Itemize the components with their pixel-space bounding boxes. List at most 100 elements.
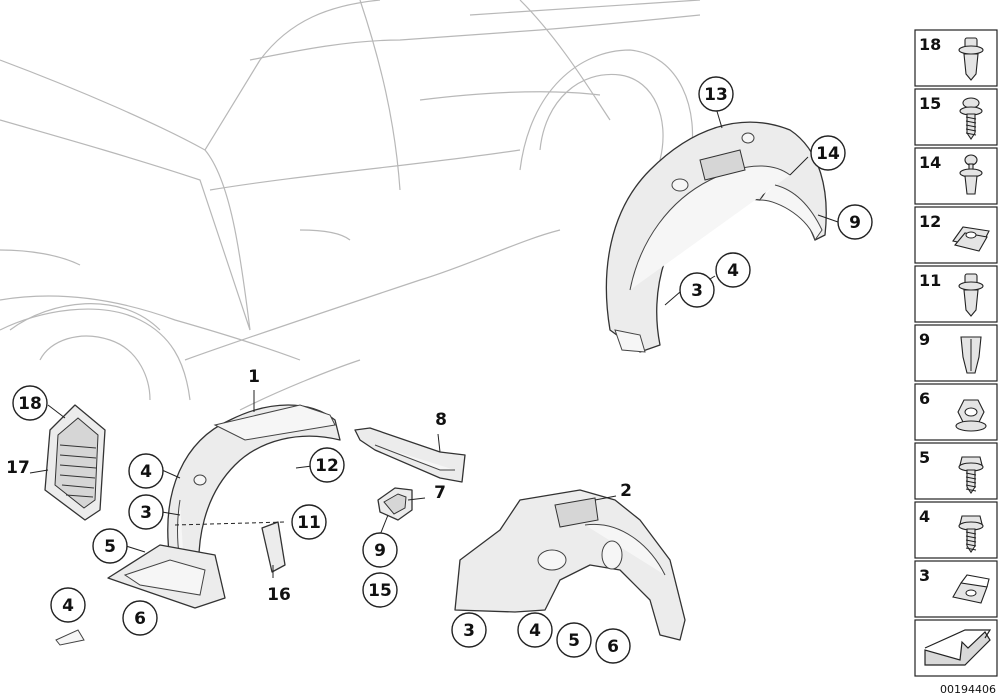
direction-arrow-icon bbox=[924, 631, 991, 666]
callout-circle bbox=[128, 494, 164, 530]
part-label-2: 2 bbox=[620, 481, 632, 501]
legend-number: 18 bbox=[919, 35, 941, 54]
direction-arrow-box bbox=[914, 619, 998, 677]
callout-number: 3 bbox=[140, 503, 152, 523]
callout-number: 11 bbox=[297, 513, 321, 533]
callout-number: 3 bbox=[463, 621, 475, 641]
callout-circle bbox=[715, 252, 751, 288]
callout-circle bbox=[595, 628, 631, 664]
callout-9: 9 bbox=[837, 204, 873, 240]
callout-14: 14 bbox=[810, 135, 846, 171]
callout-3: 3 bbox=[128, 494, 164, 530]
callout-5: 5 bbox=[92, 528, 128, 564]
legend-item-11: 11 bbox=[914, 265, 998, 323]
callout-number: 6 bbox=[134, 609, 146, 629]
callout-3: 3 bbox=[679, 272, 715, 308]
callout-number: 14 bbox=[816, 144, 840, 164]
callout-6: 6 bbox=[122, 600, 158, 636]
callout-circle bbox=[556, 622, 592, 658]
legend-number: 14 bbox=[919, 153, 941, 172]
car-outline bbox=[0, 0, 701, 411]
legend-item-12: 12 bbox=[914, 206, 998, 264]
part-fragment bbox=[55, 629, 85, 646]
collar-screw-icon bbox=[958, 515, 984, 553]
air-guide-grille bbox=[44, 404, 106, 521]
legend-number: 9 bbox=[919, 330, 930, 349]
part-label-16: 16 bbox=[267, 585, 291, 605]
callout-number: 4 bbox=[140, 462, 152, 482]
callout-4: 4 bbox=[128, 453, 164, 489]
legend-item-9: 9 bbox=[914, 324, 998, 382]
expanding-nut-icon bbox=[960, 336, 982, 374]
legend-item-3: 3 bbox=[914, 560, 998, 618]
legend-item-15: 15 bbox=[914, 88, 998, 146]
hex-nut-icon bbox=[955, 399, 987, 432]
wheel-arch-liner-front bbox=[107, 404, 341, 609]
callout-circle bbox=[128, 453, 164, 489]
callout-circle bbox=[309, 447, 345, 483]
legend-item-18: 18 bbox=[914, 29, 998, 87]
callout-5: 5 bbox=[556, 622, 592, 658]
callout-circle bbox=[698, 76, 734, 112]
callout-circle bbox=[92, 528, 128, 564]
legend-item-6: 6 bbox=[914, 383, 998, 441]
callout-circle bbox=[451, 612, 487, 648]
part-label-8: 8 bbox=[435, 410, 447, 430]
callout-number: 4 bbox=[62, 596, 74, 616]
callout-12: 12 bbox=[309, 447, 345, 483]
clip-nut-icon bbox=[952, 574, 990, 604]
wheel-arch-liner-lower bbox=[454, 489, 686, 641]
expanding-rivet-icon bbox=[959, 154, 983, 195]
callout-number: 3 bbox=[691, 281, 703, 301]
part-label-17: 17 bbox=[6, 458, 30, 478]
wheel-arch-liner-rear bbox=[605, 121, 827, 353]
legend-number: 12 bbox=[919, 212, 941, 231]
callout-circle bbox=[679, 272, 715, 308]
callout-number: 15 bbox=[368, 581, 392, 601]
part-label-7: 7 bbox=[434, 483, 446, 503]
small-bracket bbox=[377, 487, 413, 521]
callout-circle bbox=[837, 204, 873, 240]
legend-number: 4 bbox=[919, 507, 930, 526]
callout-circle bbox=[362, 572, 398, 608]
callout-9: 9 bbox=[362, 532, 398, 568]
callout-circle bbox=[810, 135, 846, 171]
legend-number: 15 bbox=[919, 94, 941, 113]
drawing-number: 00194406 bbox=[940, 683, 996, 696]
callout-circle bbox=[50, 587, 86, 623]
callout-number: 5 bbox=[568, 631, 580, 651]
screw-icon bbox=[959, 97, 983, 140]
legend-number: 11 bbox=[919, 271, 941, 290]
push-rivet-icon bbox=[958, 273, 984, 317]
callout-3: 3 bbox=[451, 612, 487, 648]
callout-number: 18 bbox=[18, 394, 42, 414]
callout-4: 4 bbox=[715, 252, 751, 288]
legend-number: 5 bbox=[919, 448, 930, 467]
callout-number: 4 bbox=[727, 261, 739, 281]
callout-number: 4 bbox=[529, 621, 541, 641]
legend-item-5: 5 bbox=[914, 442, 998, 500]
callout-number: 9 bbox=[374, 541, 386, 561]
callout-circle bbox=[362, 532, 398, 568]
self-tapping-screw-icon bbox=[958, 456, 984, 494]
callout-6: 6 bbox=[595, 628, 631, 664]
small-plate bbox=[261, 521, 286, 573]
callout-number: 6 bbox=[607, 637, 619, 657]
callout-number: 13 bbox=[704, 85, 728, 105]
legend-item-4: 4 bbox=[914, 501, 998, 559]
u-nut-clip-icon bbox=[952, 226, 990, 252]
callout-11: 11 bbox=[291, 504, 327, 540]
callout-18: 18 bbox=[12, 385, 48, 421]
legend-number: 6 bbox=[919, 389, 930, 408]
callout-circle bbox=[12, 385, 48, 421]
legend-number: 3 bbox=[919, 566, 930, 585]
push-rivet-icon bbox=[958, 37, 984, 81]
fastener-legend: 18 15 14 12 11 9 6 5 4 3 bbox=[914, 29, 998, 618]
callout-number: 9 bbox=[849, 213, 861, 233]
callout-4: 4 bbox=[517, 612, 553, 648]
callout-number: 12 bbox=[315, 456, 339, 476]
callout-circle bbox=[291, 504, 327, 540]
legend-item-14: 14 bbox=[914, 147, 998, 205]
